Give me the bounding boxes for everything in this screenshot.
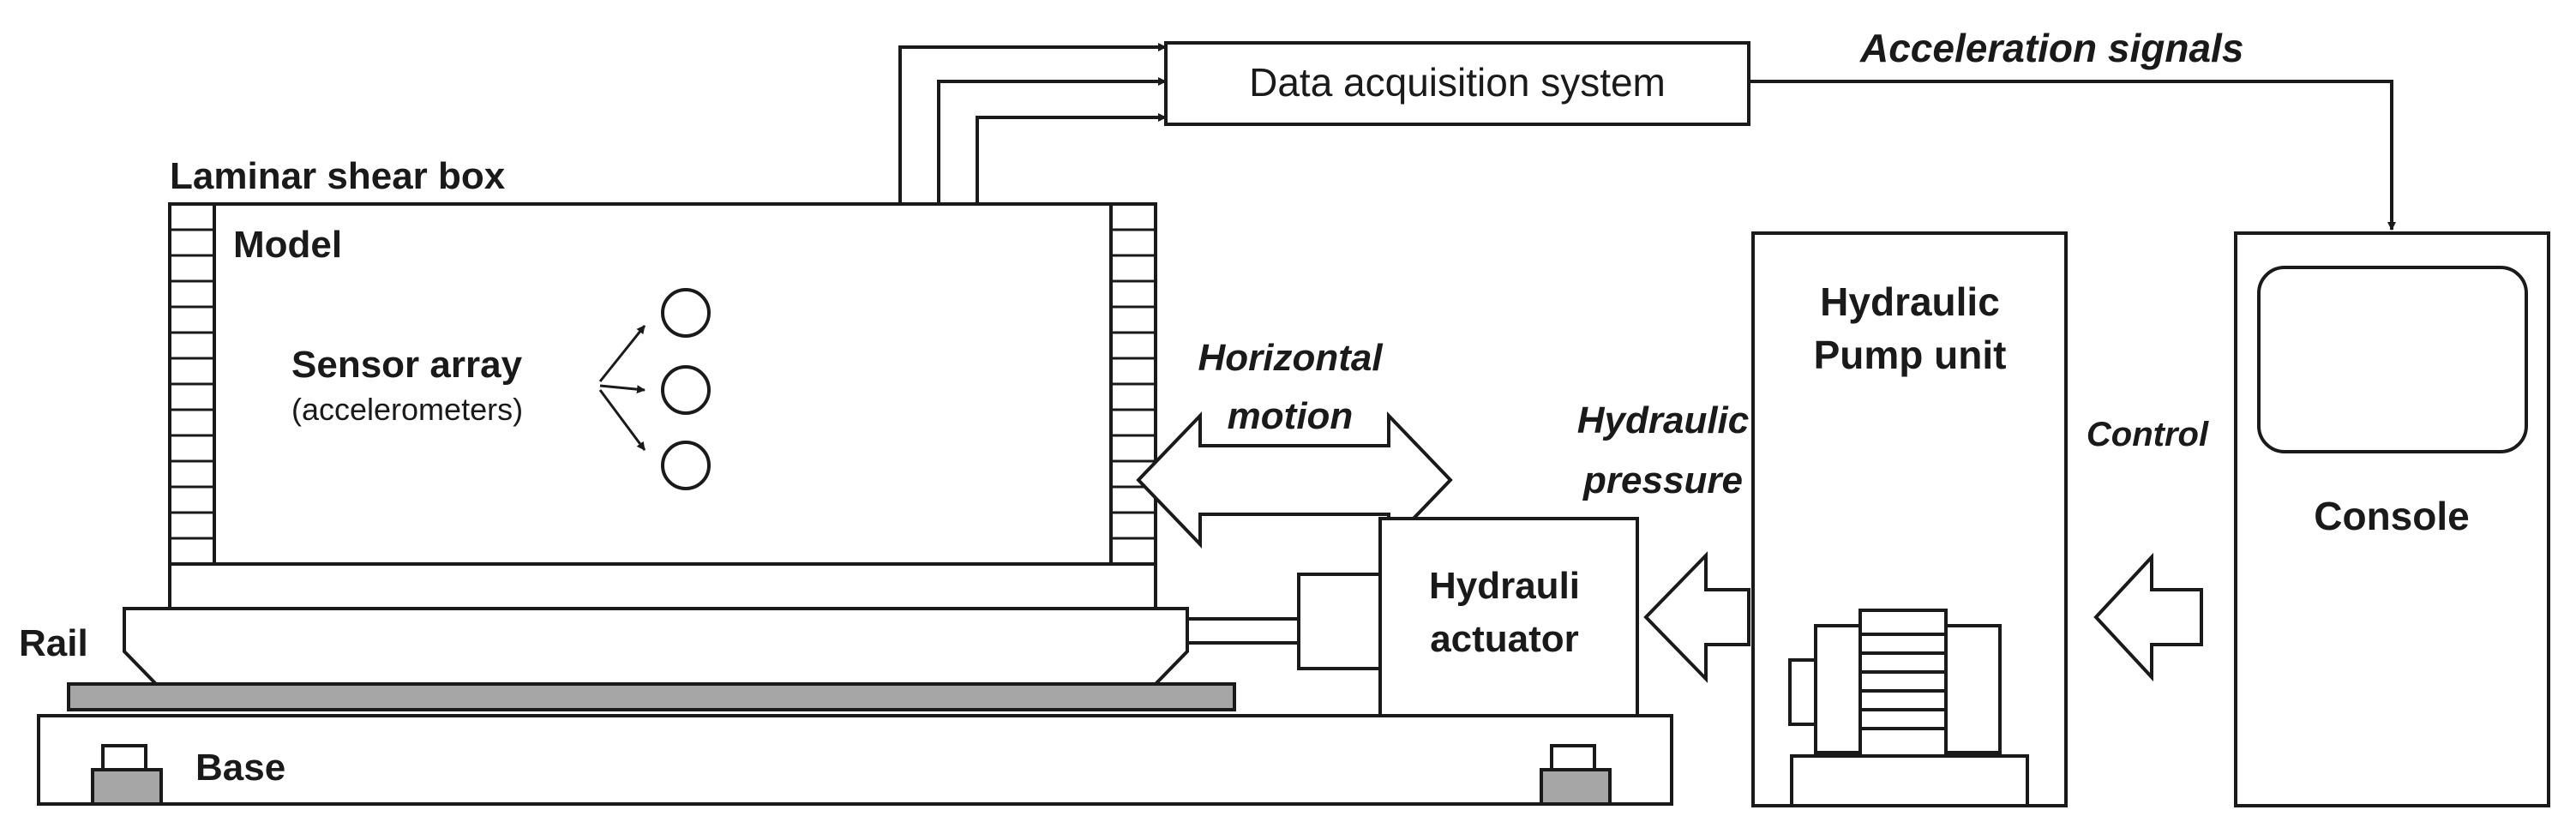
acceleration-signals-label: Acceleration signals [1859, 26, 2243, 70]
console-screen [2257, 266, 2528, 453]
laminar-shear-box-label: Laminar shear box [170, 155, 506, 197]
base-foot-right-cap [1550, 744, 1596, 771]
hydraulic-pressure-label-line2: pressure [1582, 459, 1743, 501]
model-label: Model [233, 224, 342, 266]
daq-label: Data acquisition system [1249, 60, 1666, 105]
pump-label-line2: Pump unit [1814, 333, 2007, 377]
sensor-pointer-1 [598, 325, 646, 382]
base [37, 714, 1673, 806]
sensor-pointer-2 [599, 384, 646, 394]
pump-label-line1: Hydraulic [1820, 279, 2000, 324]
accelerometer-1 [661, 288, 711, 338]
console-label: Console [2314, 494, 2469, 538]
pump-motor-icon [1788, 609, 2029, 807]
laminae-left [170, 228, 214, 540]
accelerometer-2 [661, 365, 711, 415]
actuator-label-line1: Hydrauli [1429, 565, 1580, 607]
hydraulic-pressure-arrow [1643, 551, 1750, 683]
base-label: Base [195, 747, 285, 789]
base-foot-left [91, 768, 163, 806]
actuator-rod [1186, 617, 1300, 645]
rail-label: Rail [19, 622, 88, 664]
rail [67, 682, 1236, 711]
sliding-table [123, 607, 1189, 686]
base-foot-left-cap [101, 744, 147, 771]
horizontal-motion-arrow [1136, 411, 1453, 549]
accelerometer-3 [661, 441, 711, 490]
hydraulic-actuator-box [1378, 517, 1639, 717]
accelerometers-label: (accelerometers) [291, 392, 523, 427]
motion-label: motion [1228, 395, 1354, 437]
laminae-right [1111, 228, 1156, 540]
actuator-label-line2: actuator [1430, 618, 1579, 660]
shake-table-platform [168, 562, 1157, 610]
actuator-flange [1297, 573, 1382, 670]
horizontal-label: Horizontal [1198, 337, 1383, 379]
control-arrow [2093, 552, 2203, 682]
sensor-array-label: Sensor array [291, 344, 523, 386]
hydraulic-pressure-label-line1: Hydraulic [1577, 399, 1750, 441]
sensor-pointer-3 [598, 389, 646, 451]
control-label: Control [2087, 416, 2209, 453]
signal-line-to-console [1749, 80, 2396, 231]
base-foot-right [1540, 768, 1612, 806]
